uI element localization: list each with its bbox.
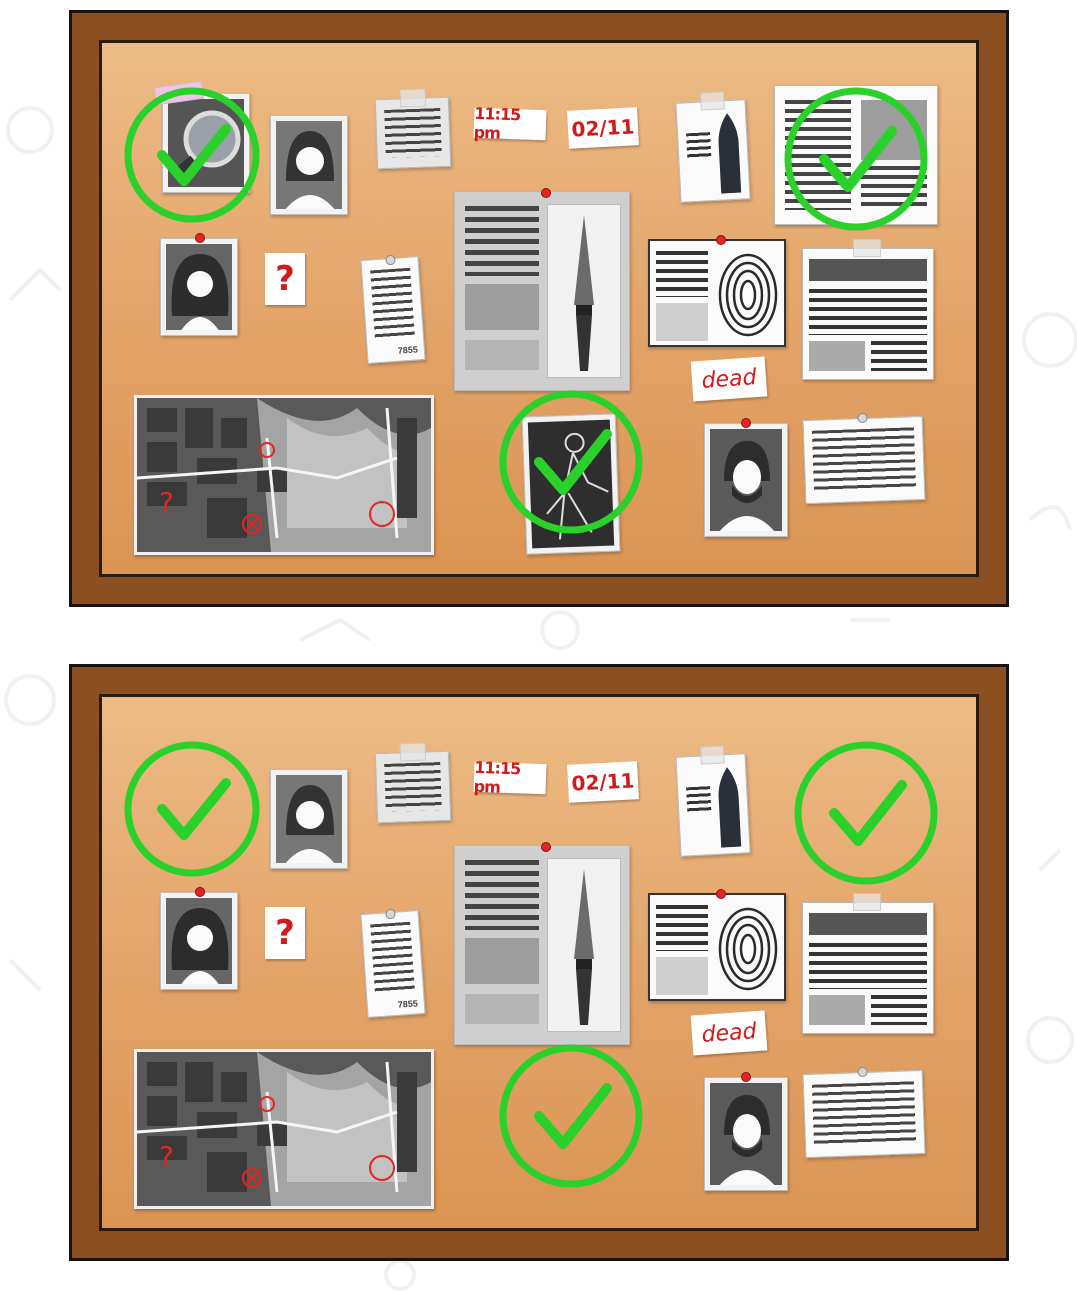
portrait-woman-1[interactable] (270, 769, 348, 869)
time-label-text: 11:15 pm (473, 757, 521, 797)
portrait-icon (719, 1095, 775, 1185)
bullet-icon (718, 113, 742, 194)
newspaper-clipping[interactable] (774, 85, 938, 225)
fingerprint-document[interactable] (648, 889, 786, 1001)
portrait-icon (171, 908, 229, 984)
dead-label[interactable]: dead (690, 356, 768, 402)
receipt-number: 7855 (397, 344, 419, 356)
city-map[interactable]: ? (134, 395, 434, 555)
knife-evidence-document[interactable] (454, 842, 630, 1045)
check-circle-icon (794, 741, 938, 885)
fingerprint-icon (718, 907, 778, 991)
dead-label-text: dead (700, 364, 758, 394)
knife-icon (574, 215, 594, 371)
date-label[interactable]: 02/11 (567, 761, 639, 803)
notepaper-top[interactable] (374, 742, 452, 824)
question-card[interactable]: ? (265, 907, 305, 959)
notepaper-top[interactable] (374, 88, 452, 170)
receipt-number: 7855 (397, 998, 419, 1010)
time-label[interactable]: 11:15 pm (473, 104, 547, 143)
fingerprint-icon (718, 253, 778, 337)
notepaper-bottom[interactable] (802, 1066, 926, 1159)
receipt[interactable]: 7855 (360, 908, 426, 1018)
newspaper-page[interactable] (802, 239, 934, 380)
knife-evidence-document[interactable] (454, 188, 630, 391)
map-question-mark: ? (159, 1140, 174, 1173)
portrait-woman-2[interactable] (160, 233, 238, 336)
question-card[interactable]: ? (265, 253, 305, 305)
receipt[interactable]: 7855 (360, 254, 426, 364)
city-map[interactable]: ? (134, 1049, 434, 1209)
bottom-board: ? 11:15 pm 02/11 7855 (69, 664, 1009, 1261)
map-question-mark: ? (159, 486, 174, 519)
bullet-note[interactable] (675, 91, 751, 203)
knife-icon (574, 869, 594, 1025)
dead-label-text: dead (700, 1018, 758, 1048)
portrait-icon (285, 131, 335, 209)
body-outline-icon (546, 432, 609, 540)
portrait-icon (285, 785, 335, 863)
time-label-text: 11:15 pm (473, 103, 521, 143)
check-circle-icon (124, 741, 260, 877)
bottom-cork-area[interactable]: ? 11:15 pm 02/11 7855 (99, 694, 979, 1231)
check-circle-icon (499, 1044, 643, 1188)
time-label[interactable]: 11:15 pm (473, 758, 547, 797)
body-outline-photo[interactable] (521, 413, 621, 555)
portrait-woman-1[interactable] (270, 115, 348, 215)
portrait-man[interactable] (704, 418, 788, 537)
top-cork-area[interactable]: ? 11:15 pm 02/11 7855 (99, 40, 979, 577)
date-label-text: 02/11 (570, 114, 636, 142)
bullet-note[interactable] (675, 745, 751, 857)
date-label-text: 02/11 (570, 768, 636, 796)
bullet-icon (718, 767, 742, 848)
question-label: ? (275, 913, 295, 953)
question-label: ? (275, 259, 295, 299)
portrait-woman-2[interactable] (160, 887, 238, 990)
magnifier-icon (175, 110, 241, 177)
newspaper-page[interactable] (802, 893, 934, 1034)
date-label[interactable]: 02/11 (567, 107, 639, 149)
fingerprint-document[interactable] (648, 235, 786, 347)
notepaper-bottom[interactable] (802, 412, 926, 505)
portrait-man[interactable] (704, 1072, 788, 1191)
portrait-icon (719, 441, 775, 531)
dead-label[interactable]: dead (690, 1010, 768, 1056)
magnifier-photo[interactable] (153, 80, 250, 193)
portrait-icon (171, 254, 229, 330)
top-board: ? 11:15 pm 02/11 7855 (69, 10, 1009, 607)
